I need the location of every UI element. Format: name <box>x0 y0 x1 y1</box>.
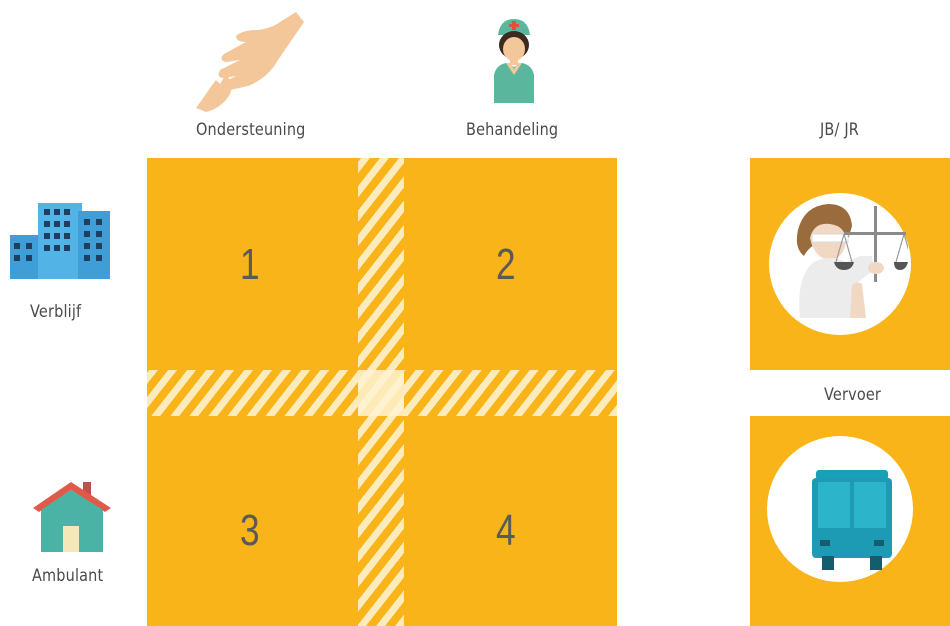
hatch-intersection <box>358 370 404 416</box>
column-label-jbjr: JB/ JR <box>820 120 859 140</box>
column-label-ondersteuning: Ondersteuning <box>196 120 306 140</box>
quadrant-number-3: 3 <box>240 506 260 556</box>
quadrant-number-4: 4 <box>496 506 516 556</box>
side-label-vervoer: Vervoer <box>824 385 881 405</box>
bus-icon <box>812 470 892 572</box>
nurse-icon <box>492 17 536 103</box>
buildings-icon <box>10 197 110 279</box>
hand-icon <box>196 8 306 112</box>
justice-icon <box>790 196 908 318</box>
row-label-ambulant: Ambulant <box>32 566 103 586</box>
column-label-behandeling: Behandeling <box>466 120 558 140</box>
quadrant-number-2: 2 <box>496 240 516 290</box>
row-label-verblijf: Verblijf <box>30 302 81 322</box>
quadrant-number-1: 1 <box>240 240 260 290</box>
house-icon <box>33 478 111 552</box>
